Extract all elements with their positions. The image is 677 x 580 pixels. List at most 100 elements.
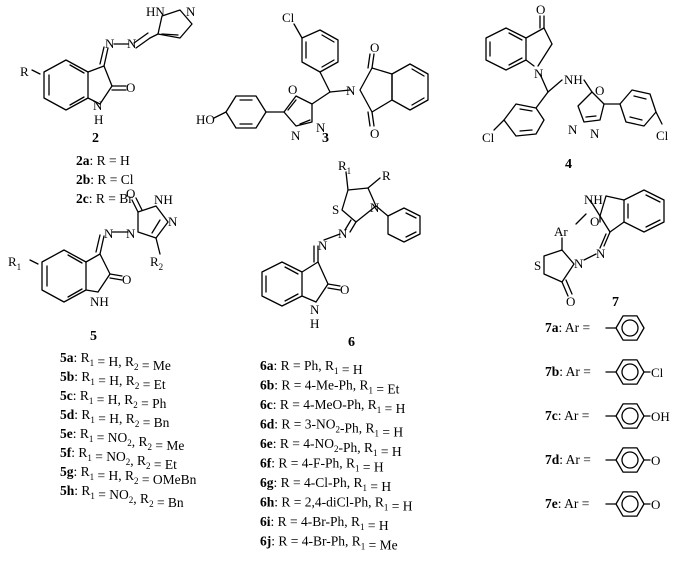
atom-O: O (126, 186, 135, 201)
substituent-entry: 7a: Ar = (545, 320, 590, 335)
substituent-entry: 5d: R1 = H, R2 = Bn (60, 407, 170, 430)
atom-N: N (310, 302, 320, 317)
atom-O: O (340, 282, 349, 297)
atom-O: O (370, 126, 379, 141)
substituent-entry: 6e: R = 4-NO2-Ph, R1 = H (260, 436, 402, 459)
atom-S: S (332, 202, 339, 217)
substituent-entry: 6h: R = 2,4-diCl-Ph, R1 = H (260, 495, 413, 514)
compound-label-6: 6 (348, 335, 355, 350)
aromatic-ring-icon (621, 407, 639, 425)
substituent-entry: 5b: R1 = H, R2 = Et (60, 369, 166, 392)
compound-label-3: 3 (322, 131, 329, 146)
substituent-entry: 5g: R1 = H, R2 = OMeBn (60, 464, 197, 487)
benzene-ring-icon (615, 447, 645, 473)
atom-H: H (310, 316, 319, 331)
structure-2: R O N N N H HN N 2 (20, 4, 196, 146)
atom-N: N (338, 226, 348, 241)
atom-N: N (370, 200, 380, 215)
benzene-ring-icon (615, 359, 645, 385)
atom-NH: NH (564, 72, 583, 87)
atom-S: S (534, 258, 541, 273)
structure-3: Cl N O O O N N HO 3 (196, 10, 429, 146)
substituent-entry: 2a: R = H (76, 153, 130, 168)
atom-HO: HO (196, 112, 215, 127)
substituent-entry: 5c: R1 = H, R2 = Ph (60, 388, 167, 411)
substituent-entry: 7b: Ar = (545, 364, 591, 379)
compound-label-2: 2 (92, 131, 99, 146)
atom-O: O (122, 272, 131, 287)
atom-N: N (316, 120, 326, 135)
substituent-entry: 5h: R1 = NO2, R2 = Bn (60, 483, 184, 510)
atom-N: N (534, 66, 544, 81)
atom-Cl: Cl (656, 128, 669, 143)
atom-Cl: Cl (482, 130, 495, 145)
atom-R: R (382, 168, 391, 183)
aromatic-ring-icon (621, 363, 639, 381)
benzene-ring-icon (615, 403, 645, 429)
atom-N: N (590, 126, 600, 141)
atom-N: N (346, 83, 356, 98)
atom-N: N (318, 238, 328, 253)
substituent-entry: 7d: Ar = (545, 452, 591, 467)
substituent-entry: 2c: R = Br (76, 191, 133, 206)
substituent-entry: 5a: R1 = H, R2 = Me (60, 350, 171, 373)
atom-HN: HN (146, 4, 165, 19)
benzene-ring-icon (615, 315, 645, 341)
substituent-entry: 6a: R = Ph, R1 = H (260, 358, 363, 377)
substituent-entry: 5f: R1 = NO2, R2 = Et (60, 445, 177, 472)
aromatic-ring-icon (621, 495, 639, 513)
compound-label-4: 4 (565, 157, 572, 172)
atom-R: R (20, 64, 29, 79)
substituent-entry: 6d: R = 3-NO2-Ph, R1 = H (260, 417, 403, 440)
atom-N: N (186, 4, 196, 19)
substituent-entry: 6c: R = 4-MeO-Ph, R1 = H (260, 397, 406, 416)
atom-N: N (574, 256, 584, 271)
atom-N: N (168, 214, 178, 229)
atom-N: N (126, 226, 136, 241)
atom-NH: NH (90, 294, 109, 309)
substituent-entry: 7c: Ar = (545, 408, 589, 423)
substituent-atom: Cl (651, 365, 664, 380)
substituent-entry: 7e: Ar = (545, 496, 589, 511)
atom-O: O (595, 83, 604, 98)
atom-O: O (536, 2, 545, 17)
atom-R2: R2 (150, 254, 163, 272)
atom-N: N (104, 226, 114, 241)
atom-R1: R1 (8, 254, 21, 272)
compound-label-7: 7 (612, 295, 619, 310)
atom-O: O (370, 40, 379, 55)
atom-NH: NH (584, 192, 603, 207)
benzene-ring-icon (615, 491, 645, 517)
atom-N: N (93, 98, 103, 113)
atom-N: N (568, 122, 578, 137)
structure-4: O N NH O N N Cl Cl 4 (482, 2, 669, 172)
series-7-list: 7a: Ar = 7b: Ar = 7c: Ar = 7d: Ar = 7e: Ar = (545, 320, 591, 511)
series-2-list: 2a: R = H 2b: R = Cl 2c: R = Br (76, 153, 134, 206)
atom-N: N (105, 36, 115, 51)
substituent-entry: 6g: R = 4-Cl-Ph, R1 = H (260, 475, 391, 494)
substituent-atom: O (651, 453, 660, 468)
atom-Cl: Cl (282, 10, 295, 25)
structure-6: S N R1 R N N O N H 6 (261, 158, 421, 350)
atom-N: N (291, 128, 301, 143)
substituent-entry: 6i: R = 4-Br-Ph, R1 = H (260, 514, 389, 533)
atom-R1: R1 (338, 158, 351, 176)
substituent-entry: 5e: R1 = NO2, R2 = Me (60, 426, 184, 453)
compound-label-5: 5 (90, 329, 97, 344)
substituent-entry: 6b: R = 4-Me-Ph, R1 = Et (260, 378, 400, 397)
atom-O: O (126, 80, 135, 95)
substituent-entry: 6j: R = 4-Br-Ph, R1 = Me (260, 534, 398, 553)
substituent-entry: 2b: R = Cl (76, 172, 134, 187)
substituent-atom: O (651, 497, 660, 512)
structure-5: R1 N N O NH O NH N R2 5 (8, 186, 178, 344)
aromatic-ring-icon (621, 319, 639, 337)
series-6-list: 6a: R = Ph, R1 = H6b: R = 4-Me-Ph, R1 = … (260, 358, 413, 553)
substituent-entry: 6f: R = 4-F-Ph, R1 = H (260, 456, 384, 475)
atom-O: O (590, 214, 599, 229)
aromatic-ring-icon (621, 451, 639, 469)
atom-H: H (94, 112, 103, 127)
atom-Ar: Ar (554, 224, 568, 239)
